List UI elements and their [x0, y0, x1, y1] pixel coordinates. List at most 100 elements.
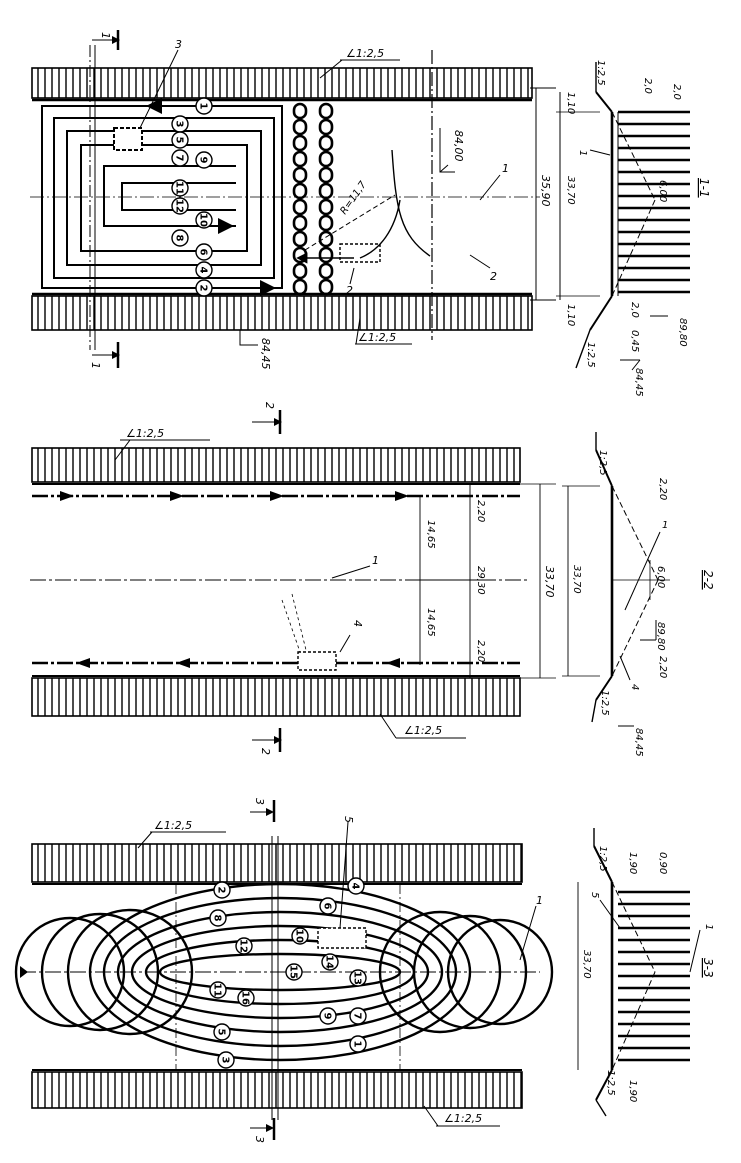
p2-dim-14-65-b: 14,65	[425, 608, 436, 637]
svg-text:3: 3	[220, 1057, 231, 1064]
circle-number-p3: 16	[237, 989, 255, 1007]
sec1-slope-bottom: 1:2,5	[585, 342, 596, 368]
svg-text:2: 2	[198, 285, 209, 292]
svg-text:12: 12	[174, 199, 185, 213]
section-title-2-2: 2-2	[701, 570, 715, 590]
circle-number-p1: 4	[195, 261, 213, 279]
callout-2b-p1: 2	[490, 270, 497, 283]
callout-5-p3: 5	[342, 816, 355, 823]
cut-mark-1-bottom: 1	[89, 362, 102, 369]
callout-2a-p1: 2	[346, 284, 353, 297]
svg-text:14: 14	[324, 955, 335, 969]
slope-label-1a: ∠1:2,5	[346, 47, 384, 60]
svg-text:7: 7	[352, 1013, 363, 1020]
circle-number-p3: 11	[209, 981, 227, 999]
svg-text:4: 4	[350, 883, 361, 890]
circle-number-p3: 4	[347, 877, 365, 895]
circle-number-p1: 7	[171, 149, 189, 167]
svg-text:2: 2	[216, 887, 227, 894]
circle-number-p3: 6	[319, 897, 337, 915]
svg-text:11: 11	[212, 983, 223, 997]
chain-links	[292, 102, 334, 296]
embankment-top-3	[31, 843, 523, 883]
circle-number-p1: 9	[195, 151, 213, 169]
sec1-dim-2-0-c: 2,0	[629, 302, 640, 318]
circle-number-p3: 5	[213, 1023, 231, 1041]
equipment-block-p2	[297, 651, 337, 671]
elevation-84-45: 84,45	[259, 338, 272, 370]
p2-dim-33-70: 33,70	[543, 566, 556, 598]
circle-number-p3: 9	[319, 1007, 337, 1025]
svg-text:9: 9	[198, 157, 209, 164]
sec3-dim-1-90-a: 1,90	[627, 852, 638, 874]
sec2-elev-84-45: 84,45	[633, 728, 644, 757]
circle-number-p3: 13	[349, 969, 367, 987]
equipment-block-p3	[317, 927, 367, 949]
circle-number-p1: 3	[171, 115, 189, 133]
svg-text:9: 9	[322, 1013, 333, 1020]
circle-number-p1: 8	[171, 229, 189, 247]
section-2-2: 33,70 1:2,5 1:2,5 2,20 2,20 6,00 89,80 8…	[562, 432, 715, 757]
embankment-bottom-3	[31, 1071, 523, 1109]
sec1-dim-1-10-top: 1,10	[565, 92, 576, 114]
circle-number-p1: 12	[171, 197, 189, 215]
svg-text:5: 5	[216, 1029, 227, 1036]
sec3-slope-top: 1:2,5	[597, 846, 608, 872]
sec1-dim-0-45: 0,45	[629, 330, 640, 352]
svg-text:7: 7	[174, 155, 185, 162]
sec2-dim-33-70: 33,70	[571, 565, 582, 594]
circle-number-p3: 2	[213, 881, 231, 899]
callout-3-p1: 3	[175, 38, 182, 51]
cut-mark-2-bottom: 2	[259, 748, 272, 755]
svg-text:6: 6	[322, 903, 333, 910]
circle-number-p3: 8	[209, 909, 227, 927]
slope-label-1b: ∠1:2,5	[358, 331, 396, 344]
circle-number-p3: 12	[235, 937, 253, 955]
svg-text:3: 3	[174, 121, 185, 128]
sec1-callout-1: 1	[577, 150, 588, 156]
circle-number-p1: 5	[171, 131, 189, 149]
sec3-dim-0-90: 0,90	[657, 852, 668, 874]
circle-number-p3: 1	[349, 1035, 367, 1053]
embankment-bottom-1	[31, 295, 533, 331]
embankment-top-2	[31, 447, 521, 483]
sec3-dim-1-90-b: 1,90	[627, 1080, 638, 1102]
circle-number-p3: 15	[285, 963, 303, 981]
section-title-3-3: 3-3	[701, 958, 715, 978]
embankment-bottom-2	[31, 677, 521, 717]
sec3-slope-bottom: 1:2,5	[605, 1070, 616, 1096]
oval-tracks	[14, 882, 554, 1062]
sec2-slope-top: 1:2,5	[597, 450, 608, 476]
circle-number-p3: 14	[321, 953, 339, 971]
sec1-dim-2-0-b: 2,0	[671, 84, 682, 100]
svg-text:1: 1	[198, 103, 209, 110]
elevation-84-00: 84,00	[452, 130, 465, 162]
sec3-callout-1: 1	[703, 924, 714, 930]
radius-label: R=11,7	[338, 179, 369, 217]
svg-text:10: 10	[294, 929, 305, 943]
cut-mark-3-bottom: 3	[253, 1136, 266, 1143]
section-3-3: 33,70 1:2,5 1:2,5 1,90 0,90 1,90 5 1 3-3	[577, 828, 715, 1117]
sec2-callout-4: 4	[629, 684, 640, 690]
sec1-dim-33-70: 33,70	[565, 176, 576, 205]
svg-text:5: 5	[174, 137, 185, 144]
svg-text:10: 10	[198, 213, 209, 227]
svg-text:12: 12	[238, 939, 249, 953]
svg-text:4: 4	[198, 267, 209, 274]
sec1-dim-2-0-a: 2,0	[642, 78, 653, 94]
p2-dim-2-20-a: 2,20	[475, 500, 486, 522]
svg-text:1: 1	[352, 1041, 363, 1048]
slope-label-3b: ∠1:2,5	[444, 1112, 482, 1125]
cut-mark-1-top: 1	[99, 32, 112, 39]
callout-1-p1: 1	[502, 162, 509, 175]
cut-mark-2-top: 2	[263, 402, 276, 409]
embankment-top-1	[31, 67, 533, 99]
section-1-1: 1,10 33,70 1,10 1:2,5 1:2,5 2,0 2,0 6,00…	[556, 60, 711, 397]
svg-text:16: 16	[240, 991, 251, 1005]
cut-mark-3-top: 3	[253, 798, 266, 805]
circle-number-p1: 11	[171, 179, 189, 197]
